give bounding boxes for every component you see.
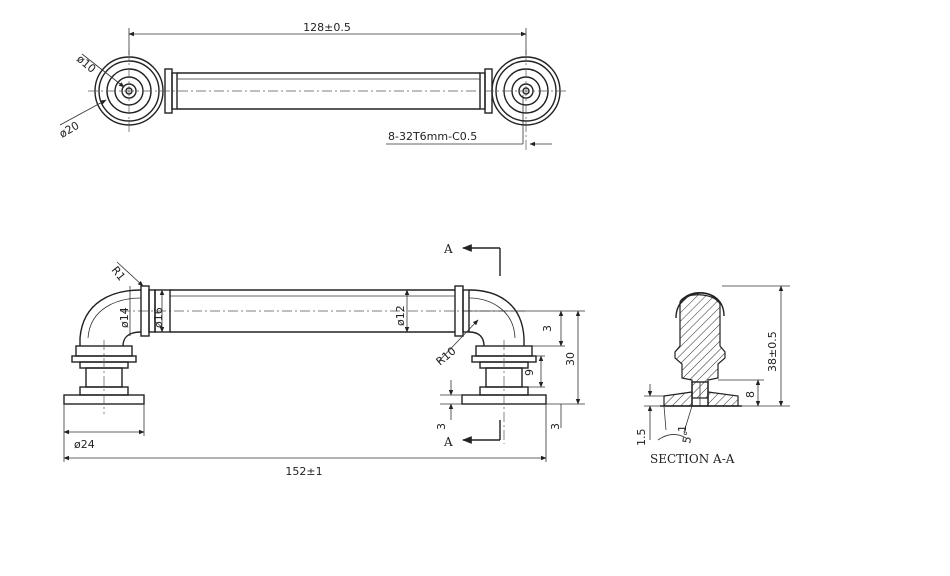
- section-title: SECTION A-A: [650, 452, 735, 466]
- dim-9: 9: [523, 369, 536, 376]
- section-marker-bottom: A: [443, 435, 453, 449]
- dia-ring-label: ø16: [152, 307, 165, 328]
- section-dim-1-5: 1.5: [635, 429, 648, 447]
- thread-label: 8-32T6mm-C0.5: [388, 130, 477, 143]
- overall-length-label: 152±1: [285, 465, 322, 478]
- top-view: 128±0.5 ø10 ø20 8-32T6mm-C0.5: [57, 21, 568, 150]
- top-dia-inner-label: ø10: [74, 52, 98, 75]
- dim-30: 30: [564, 352, 577, 366]
- dim-3-upper: 3: [541, 325, 554, 332]
- top-length-label: 128±0.5: [303, 21, 351, 34]
- dia-base-label: ø24: [74, 438, 95, 451]
- dim-3-base-left: 3: [435, 423, 448, 430]
- section-dim-1: 1: [676, 425, 689, 432]
- section-view: 38±0.5 8 1.5 1 5° SECTION A-A: [635, 285, 790, 466]
- top-dia-outer-label: ø20: [57, 119, 81, 141]
- radius-bend-label: R10: [434, 344, 459, 368]
- section-height-label: 38±0.5: [766, 331, 779, 372]
- section-angle: 5°: [680, 430, 695, 445]
- dia-joint-label: ø14: [118, 307, 131, 328]
- section-dim-8: 8: [744, 391, 757, 398]
- radius-corner-label: R1: [109, 264, 128, 284]
- front-view: A A R1 ø14 ø16 ø12 R10 3 30 9 3: [63, 242, 585, 478]
- dia-bar-label: ø12: [394, 305, 407, 326]
- dim-3-base-right: 3: [549, 423, 562, 430]
- section-marker-top: A: [443, 242, 453, 256]
